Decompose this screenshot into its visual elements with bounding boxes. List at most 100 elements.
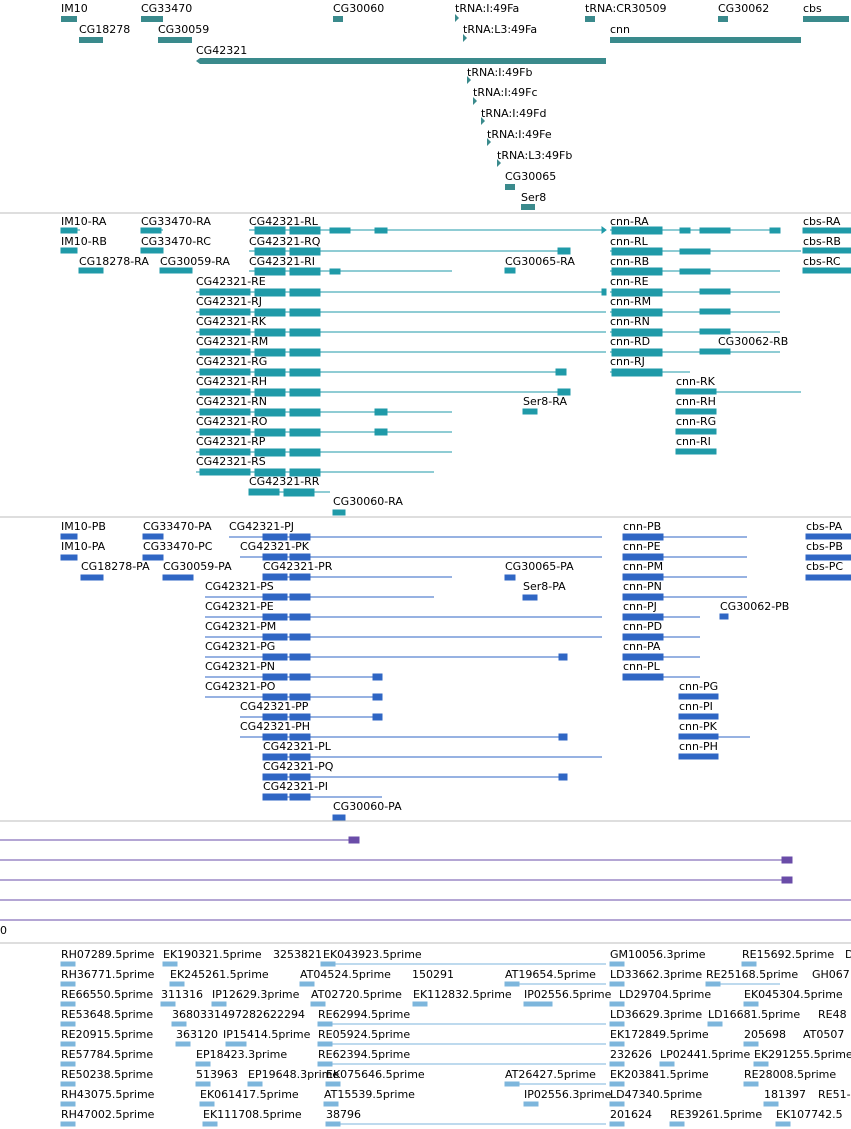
protein-glyph[interactable]: [622, 653, 700, 661]
protein-glyph[interactable]: [205, 593, 434, 601]
gene-label[interactable]: CG30059: [158, 23, 209, 36]
gene-bar-cg30060[interactable]: [333, 16, 343, 22]
est-label[interactable]: 205698: [744, 1028, 786, 1041]
transcript-label[interactable]: CG42321-RS: [196, 455, 266, 468]
est-label[interactable]: EK112832.5prime: [413, 988, 512, 1001]
protein-label[interactable]: cbs-PA: [806, 520, 843, 533]
transcript-glyph[interactable]: [675, 448, 717, 455]
protein-glyph[interactable]: [205, 693, 383, 701]
gene-bar-trna-cr30509[interactable]: [585, 16, 595, 22]
protein-glyph[interactable]: [678, 713, 719, 720]
protein-glyph[interactable]: [622, 633, 700, 641]
protein-glyph[interactable]: [80, 574, 104, 581]
est-label[interactable]: AT26427.5prime: [505, 1068, 596, 1081]
transcript-glyph[interactable]: [249, 226, 607, 235]
transcript-label[interactable]: IM10-RA: [61, 215, 107, 228]
protein-label[interactable]: CG33470-PA: [143, 520, 212, 533]
est-label[interactable]: RE62994.5prime: [318, 1008, 410, 1021]
protein-label[interactable]: CG42321-PL: [263, 740, 332, 753]
gene-bar-cnn[interactable]: [610, 37, 801, 43]
protein-glyph[interactable]: [205, 633, 602, 641]
gene-bar-trna-i-49fc[interactable]: [473, 97, 477, 105]
transcript-label[interactable]: cbs-RC: [803, 255, 841, 268]
est-label[interactable]: RH07289.5prime: [61, 948, 155, 961]
protein-label[interactable]: IM10-PB: [61, 520, 106, 533]
est-label[interactable]: IP15414.5prime: [223, 1028, 311, 1041]
transcript-glyph[interactable]: [196, 308, 606, 317]
protein-label[interactable]: CG42321-PQ: [263, 760, 334, 773]
transcript-glyph[interactable]: [196, 468, 434, 477]
transcript-label[interactable]: CG33470-RC: [141, 235, 211, 248]
gene-bar-ser8[interactable]: [521, 204, 535, 210]
transcript-glyph[interactable]: [249, 267, 452, 276]
protein-label[interactable]: cnn-PL: [623, 660, 661, 673]
gene-bar-cg30062[interactable]: [718, 16, 728, 22]
protein-label[interactable]: cnn-PG: [679, 680, 718, 693]
alignment-feature[interactable]: [0, 836, 360, 844]
transcript-glyph[interactable]: [332, 509, 346, 516]
protein-glyph[interactable]: [678, 733, 750, 740]
gene-label[interactable]: CG33470: [141, 2, 192, 15]
transcript-label[interactable]: CG30065-RA: [505, 255, 575, 268]
transcript-label[interactable]: CG42321-RI: [249, 255, 315, 268]
transcript-label[interactable]: CG42321-RJ: [196, 295, 262, 308]
protein-label[interactable]: CG30059-PA: [163, 560, 232, 573]
transcript-label[interactable]: CG18278-RA: [79, 255, 149, 268]
gene-label[interactable]: cbs: [803, 2, 822, 15]
gene-label[interactable]: cnn: [610, 23, 630, 36]
gene-bar-trna-l3-49fb[interactable]: [497, 159, 501, 167]
gene-label[interactable]: CG18278: [79, 23, 130, 36]
gene-label[interactable]: tRNA:CR30509: [585, 2, 667, 15]
protein-label[interactable]: cnn-PI: [679, 700, 713, 713]
protein-label[interactable]: IM10-PA: [61, 540, 106, 553]
transcript-label[interactable]: cnn-RD: [610, 335, 650, 348]
protein-glyph[interactable]: [622, 593, 747, 601]
gene-label[interactable]: CG30062: [718, 2, 769, 15]
protein-glyph[interactable]: [805, 574, 851, 581]
protein-label[interactable]: cbs-PB: [806, 540, 843, 553]
transcript-glyph[interactable]: [675, 428, 717, 435]
est-label[interactable]: RE51-: [818, 1088, 851, 1101]
transcript-label[interactable]: CG42321-RP: [196, 435, 266, 448]
transcript-glyph[interactable]: [610, 348, 780, 357]
alignment-feature[interactable]: [0, 876, 793, 884]
est-label[interactable]: RE28008.5prime: [744, 1068, 836, 1081]
gene-bar-trna-i-49fe[interactable]: [487, 138, 491, 146]
protein-label[interactable]: cnn-PD: [623, 620, 662, 633]
gene-bar-cg33470[interactable]: [141, 16, 163, 22]
protein-glyph[interactable]: [60, 554, 78, 561]
est-label[interactable]: EK107742.5: [776, 1108, 843, 1121]
transcript-label[interactable]: cnn-RL: [610, 235, 649, 248]
transcript-label[interactable]: cnn-RI: [676, 435, 711, 448]
gene-label[interactable]: CG30060: [333, 2, 384, 15]
protein-glyph[interactable]: [805, 533, 851, 540]
est-label[interactable]: EP19648.3prime: [248, 1068, 339, 1081]
gene-bar-trna-i-49fb[interactable]: [467, 76, 471, 84]
gene-label[interactable]: Ser8: [521, 191, 546, 204]
transcript-label[interactable]: cnn-RA: [610, 215, 649, 228]
est-label[interactable]: 513963: [196, 1068, 238, 1081]
protein-label[interactable]: CG42321-PH: [240, 720, 310, 733]
protein-label[interactable]: CG42321-PR: [263, 560, 333, 573]
gene-label[interactable]: tRNA:I:49Fa: [455, 2, 519, 15]
est-label[interactable]: RH43075.5prime: [61, 1088, 155, 1101]
protein-label[interactable]: cnn-PB: [623, 520, 661, 533]
transcript-glyph[interactable]: [248, 488, 330, 497]
transcript-label[interactable]: CG30062-RB: [718, 335, 788, 348]
est-label[interactable]: 3253821: [273, 948, 322, 961]
est-label[interactable]: RE50238.5prime: [61, 1068, 153, 1081]
est-label[interactable]: 150291: [412, 968, 454, 981]
transcript-label[interactable]: cnn-RM: [610, 295, 651, 308]
protein-glyph[interactable]: [240, 713, 383, 721]
protein-label[interactable]: CG42321-PE: [205, 600, 274, 613]
transcript-glyph[interactable]: [78, 267, 104, 274]
est-label[interactable]: RE53648.5prime: [61, 1008, 153, 1021]
transcript-glyph[interactable]: [196, 448, 452, 457]
est-label[interactable]: IP02556.5prime: [524, 988, 612, 1001]
transcript-glyph[interactable]: [140, 227, 163, 234]
transcript-glyph[interactable]: [249, 247, 571, 256]
transcript-glyph[interactable]: [610, 288, 780, 297]
gene-bar-im10[interactable]: [61, 16, 77, 22]
protein-glyph[interactable]: [678, 693, 719, 700]
